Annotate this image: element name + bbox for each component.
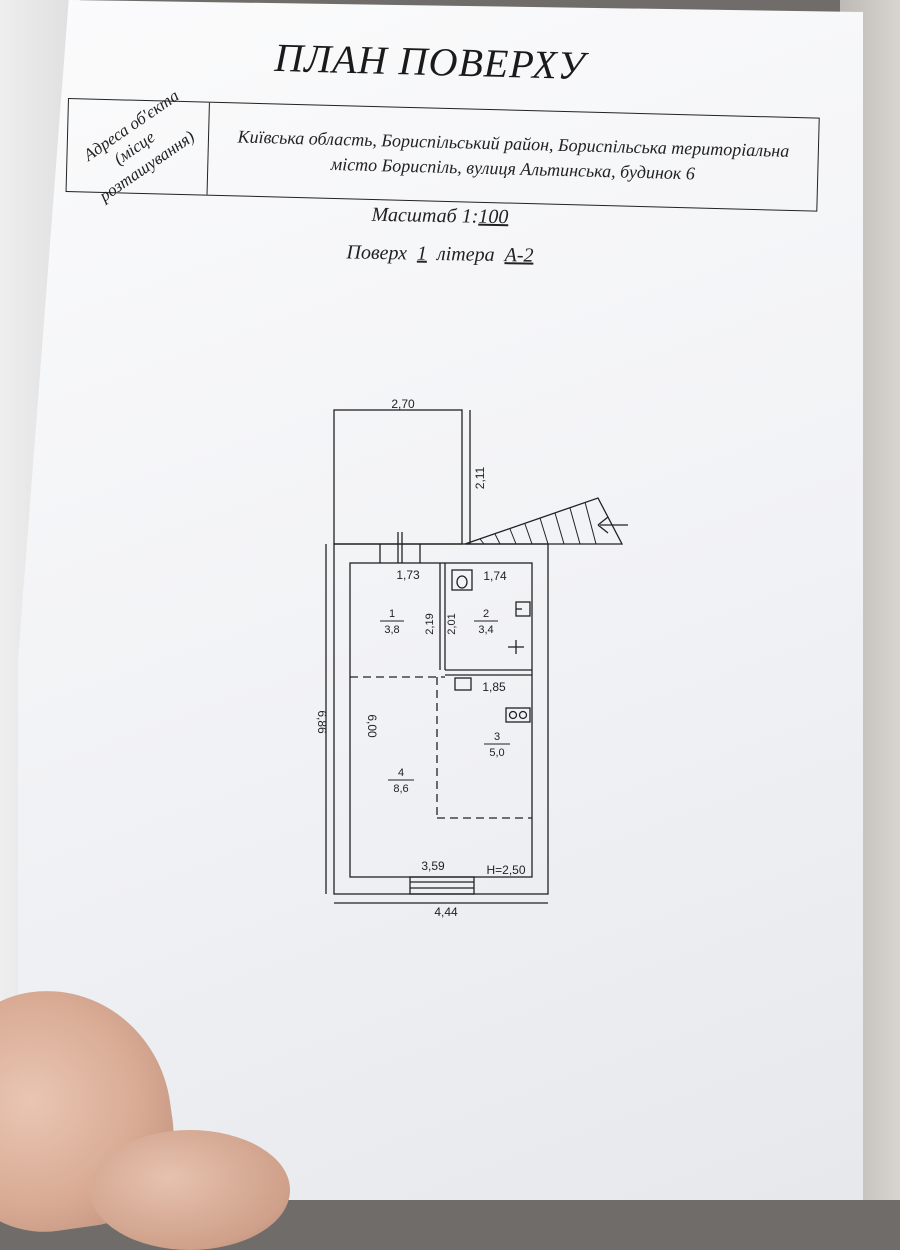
dim-inner-width: 3,59 xyxy=(421,859,445,873)
floor-plan-drawing: 2,70 2,11 1,73 1,74 2,19 2,01 1,85 6,00 … xyxy=(315,397,628,919)
stair-steps xyxy=(479,501,597,545)
dim-room2-width: 1,74 xyxy=(483,569,507,583)
stove-icon xyxy=(505,707,531,723)
dim-outer-width: 4,44 xyxy=(434,905,458,919)
dim-inner-height: 6,00 xyxy=(365,714,379,738)
dim-room1-height: 2,19 xyxy=(424,613,436,634)
dim-top-height: 2,11 xyxy=(473,466,487,489)
terrace-outline xyxy=(333,409,463,545)
finger-bottom xyxy=(90,1130,290,1250)
room-4-number: 4 xyxy=(398,767,404,779)
dim-top-width: 2,70 xyxy=(391,397,415,411)
stair-outline xyxy=(464,497,624,545)
dim-outer-height: 6,86 xyxy=(315,710,329,734)
toilet-icon xyxy=(451,569,473,591)
dim-room2-height: 2,01 xyxy=(446,613,458,634)
dim-ceiling-height: H=2,50 xyxy=(486,863,525,877)
room-3-area: 5,0 xyxy=(489,747,504,759)
room-1-number: 1 xyxy=(389,608,395,620)
washbasin-icon xyxy=(454,677,472,691)
room-1-area: 3,8 xyxy=(384,624,399,636)
room-2-number: 2 xyxy=(483,608,489,620)
dim-room1-width: 1,73 xyxy=(396,568,420,582)
room-3-number: 3 xyxy=(494,731,500,743)
dim-room3-width: 1,85 xyxy=(482,680,506,694)
room-2-area: 3,4 xyxy=(478,624,493,636)
room-4-area: 8,6 xyxy=(393,783,408,795)
